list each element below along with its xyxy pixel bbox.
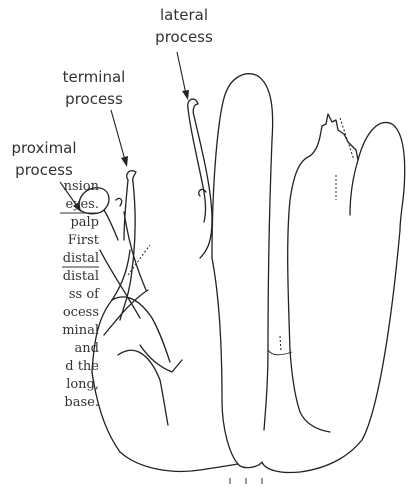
text-fragment: d the (65, 359, 99, 374)
terminal-arrow (111, 110, 128, 167)
text-fragment: ss of (69, 287, 100, 302)
text-fragment: base. (64, 395, 99, 410)
lateral-arrow (177, 52, 189, 100)
text-fragment: minal (62, 323, 99, 338)
label-terminal-line1: terminal (63, 68, 126, 86)
text-fragment: distal (63, 251, 99, 266)
text-fragment: distal (63, 269, 99, 284)
text-fragment: ocess (63, 305, 99, 320)
text-fragment: nsion (64, 179, 100, 194)
text-fragment: First (68, 233, 100, 248)
label-proximal-line2: process (15, 161, 73, 179)
text-fragment: eyes. (65, 197, 99, 212)
palp-drawing (79, 74, 404, 484)
label-lateral-line1: lateral (160, 6, 208, 24)
label-lateral-line2: process (155, 28, 213, 46)
label-terminal-line2: process (65, 90, 123, 108)
label-proximal-line1: proximal (11, 139, 76, 157)
text-fragment: palp (70, 215, 99, 230)
